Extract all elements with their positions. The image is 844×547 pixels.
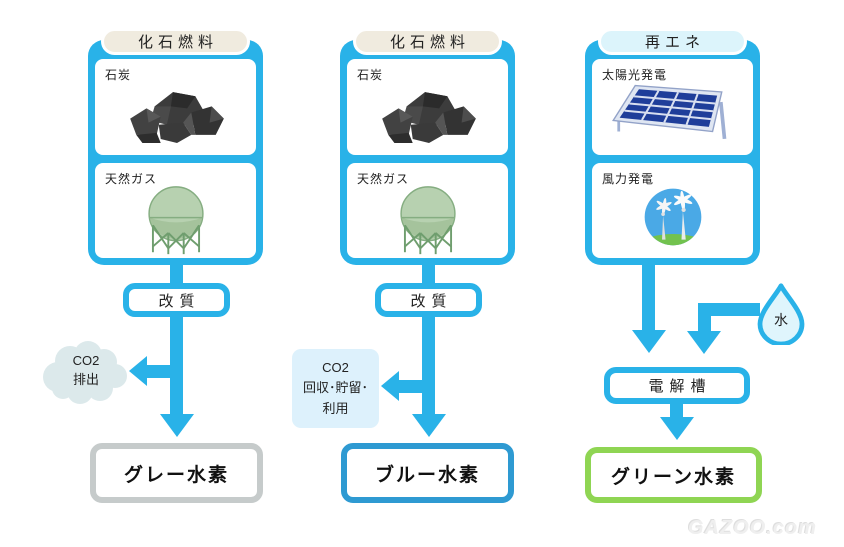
reforming-label: 改質 [410, 292, 453, 310]
green-hydrogen-label: グリーン水素 [610, 466, 737, 488]
co2-emission-text: CO2 排出 [36, 352, 136, 390]
natural-gas-card: 天然ガス [347, 163, 508, 258]
flow-bar [642, 264, 655, 331]
electrolyzer-box: 電解槽 [604, 367, 750, 404]
blue-hydrogen-label: ブルー水素 [374, 464, 480, 486]
water-label: 水 [774, 312, 788, 328]
coal-label: 石炭 [105, 68, 132, 82]
coal-label: 石炭 [357, 68, 384, 82]
coal-icon [381, 91, 476, 143]
reforming-box: 改質 [123, 283, 230, 317]
flow-bar [422, 316, 435, 415]
co2-line: 排出 [72, 371, 99, 387]
co2-line: 回収･貯留･ [302, 380, 368, 396]
green-hydrogen-box: グリーン水素 [585, 447, 762, 503]
co2-capture-box: CO2 回収･貯留･ 利用 [292, 349, 379, 428]
gas-tank-icon [147, 186, 204, 255]
water-elbow-bar [698, 303, 760, 316]
fossil-fuel-header: 化石燃料 [353, 28, 502, 55]
reforming-label: 改質 [158, 292, 201, 310]
natural-gas-card: 天然ガス [95, 163, 256, 258]
co2-line: CO2 [322, 360, 349, 376]
header-label: 化石燃料 [389, 34, 470, 51]
natural-gas-label: 天然ガス [357, 172, 410, 186]
coal-card: 石炭 [95, 59, 256, 155]
coal-card: 石炭 [347, 59, 508, 155]
down-arrowhead-icon [160, 414, 194, 437]
header-label: 再エネ [644, 34, 705, 51]
co2-branch-bar [399, 380, 429, 393]
solar-label: 太陽光発電 [602, 68, 668, 82]
solar-card: 太陽光発電 [592, 59, 753, 155]
down-arrowhead-icon [632, 330, 666, 353]
co2-cloud-icon [43, 341, 127, 404]
wind-card: 風力発電 [592, 163, 753, 258]
solar-panel-icon [611, 85, 726, 140]
natural-gas-label: 天然ガス [105, 172, 158, 186]
gazoo-watermark: GAZOO.com [688, 517, 818, 539]
electrolyzer-label: 電解槽 [648, 378, 712, 395]
header-label: 化石燃料 [137, 34, 218, 51]
gray-hydrogen-label: グレー水素 [123, 464, 229, 486]
flow-bar [170, 264, 183, 284]
wind-turbine-icon [644, 188, 701, 246]
fossil-fuel-header: 化石燃料 [101, 28, 250, 55]
water-elbow-bar [698, 303, 711, 332]
gray-hydrogen-box: グレー水素 [90, 443, 263, 503]
co2-line: CO2 [72, 353, 100, 368]
reforming-box: 改質 [375, 283, 482, 317]
flow-bar [670, 404, 683, 418]
down-arrowhead-icon [660, 417, 694, 440]
water-drop-icon [757, 283, 805, 347]
left-arrowhead-icon [129, 356, 147, 386]
flow-bar [422, 264, 435, 284]
co2-line: 利用 [322, 400, 349, 416]
coal-icon [129, 91, 224, 143]
renewable-header: 再エネ [598, 28, 747, 55]
left-arrowhead-icon [381, 371, 399, 401]
co2-branch-bar [147, 365, 177, 378]
down-arrowhead-icon [687, 331, 721, 354]
gas-tank-icon [399, 186, 456, 255]
water-drop: 水 [754, 282, 808, 347]
down-arrowhead-icon [412, 414, 446, 437]
wind-label: 風力発電 [602, 172, 655, 186]
blue-hydrogen-box: ブルー水素 [341, 443, 514, 503]
